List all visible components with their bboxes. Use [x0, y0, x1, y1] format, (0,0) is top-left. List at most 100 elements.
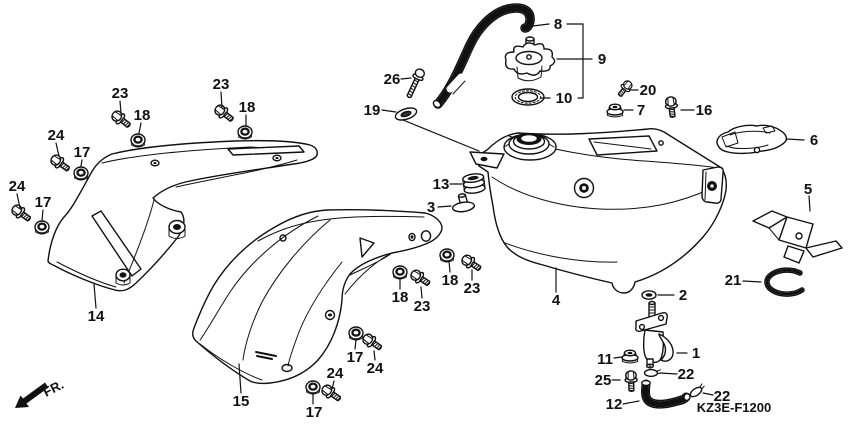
callout-3: 3: [427, 199, 435, 216]
callout-17: 17: [306, 404, 323, 421]
leader-line-17: [354, 339, 357, 350]
breather-hose: [432, 3, 535, 109]
bolt-23b: [211, 101, 237, 126]
tank-deck-recess: [588, 135, 658, 156]
callout-5: 5: [804, 181, 812, 198]
fr-label: FR.: [41, 377, 66, 400]
callout-23: 23: [414, 298, 431, 315]
cap-gasket: [511, 88, 545, 106]
washer-19-mount-line: [402, 119, 480, 152]
callout-13: 13: [433, 176, 450, 193]
leader-line-14: [93, 283, 97, 309]
shroud-boss: [115, 268, 131, 286]
shroud-logo-mark: [255, 351, 277, 360]
leader-line-26: [400, 77, 412, 80]
tank-rear-bracket: [701, 166, 724, 204]
part-code: KZ3E-F1200: [697, 400, 771, 415]
callout-24: 24: [48, 127, 65, 144]
tank-filler-neck: [503, 133, 557, 161]
callout-20: 20: [640, 82, 657, 99]
tank-mount-boss: [573, 177, 595, 199]
fuel-cap: [504, 36, 556, 82]
leader-line-24: [55, 142, 60, 157]
callout-19: 19: [364, 102, 381, 119]
callout-16: 16: [696, 102, 713, 119]
nut-18a: [129, 132, 147, 149]
leader-line-24: [16, 193, 21, 209]
bolt-16: [663, 95, 680, 119]
flange-nut-7: [606, 103, 624, 118]
callout-25: 25: [595, 372, 612, 389]
tank-protector-pad: [752, 210, 843, 264]
callout-23: 23: [213, 76, 230, 93]
callout-12: 12: [606, 396, 623, 413]
leader-line-15: [238, 363, 242, 394]
leader-line-23: [220, 91, 223, 109]
leader-line-12: [622, 400, 640, 405]
leader-line-18: [448, 260, 451, 273]
grommet-3: [451, 193, 476, 213]
leader-line-21: [742, 280, 762, 283]
callout-18: 18: [239, 99, 256, 116]
leader-line-19: [381, 109, 397, 113]
flange-nut-11: [621, 349, 639, 364]
callout-11: 11: [597, 351, 613, 368]
callout-17: 17: [35, 194, 52, 211]
callout-23: 23: [112, 85, 129, 102]
callout-9: 9: [598, 51, 606, 68]
bolt-24a: [47, 151, 73, 175]
leader-line-11: [613, 356, 623, 359]
screw-20: [614, 78, 635, 100]
washer-19: [393, 104, 419, 124]
callout-23: 23: [464, 280, 481, 297]
leader-line-23: [420, 286, 423, 299]
callout-24: 24: [9, 178, 26, 195]
callout-18: 18: [392, 289, 409, 306]
bolt-24c: [359, 330, 385, 354]
fr-direction-arrow: FR.: [15, 377, 66, 408]
bolt-25: [624, 369, 639, 393]
leader-line-24: [331, 380, 335, 390]
nut-18d: [438, 247, 456, 264]
callout-15: 15: [233, 393, 250, 410]
leader-line-17: [80, 159, 83, 167]
callout-22: 22: [678, 366, 695, 383]
nut-18c: [391, 264, 409, 281]
leader-line-5: [808, 195, 811, 212]
fuel-hose-12: [641, 379, 691, 409]
callout-1: 1: [692, 345, 700, 362]
callout-8: 8: [554, 16, 562, 33]
leader-line-17: [41, 209, 44, 221]
callout-14: 14: [88, 308, 105, 325]
leader-line-8: [532, 23, 550, 27]
nut-17d: [304, 379, 322, 396]
callout-24: 24: [367, 360, 384, 377]
fuel-tank: [469, 128, 727, 294]
shroud-boss: [168, 219, 186, 239]
hose-clip-22b: [688, 382, 707, 400]
callout-22: 22: [714, 388, 731, 405]
callout-18: 18: [442, 272, 459, 289]
right-radiator-shroud: [191, 209, 443, 385]
leader-line-18: [138, 122, 142, 134]
mount-rubber-stack-13: [462, 173, 486, 194]
leader-line-22: [659, 372, 678, 375]
callout-21: 21: [725, 272, 742, 289]
left-radiator-shroud: [47, 139, 318, 292]
callout-17: 17: [74, 144, 91, 161]
bolt-26: [403, 66, 428, 101]
bolt-24d: [318, 381, 344, 405]
callout-26: 26: [384, 71, 401, 88]
o-ring-2: [641, 290, 657, 300]
callout-7: 7: [637, 102, 645, 119]
leader-line-23: [119, 100, 122, 114]
leader-line-3: [437, 205, 452, 208]
callout-24: 24: [327, 365, 344, 382]
callout-6: 6: [810, 132, 818, 149]
nut-17b: [33, 219, 51, 236]
nut-17a: [72, 165, 90, 182]
fuel-valve-petcock: [635, 300, 674, 369]
